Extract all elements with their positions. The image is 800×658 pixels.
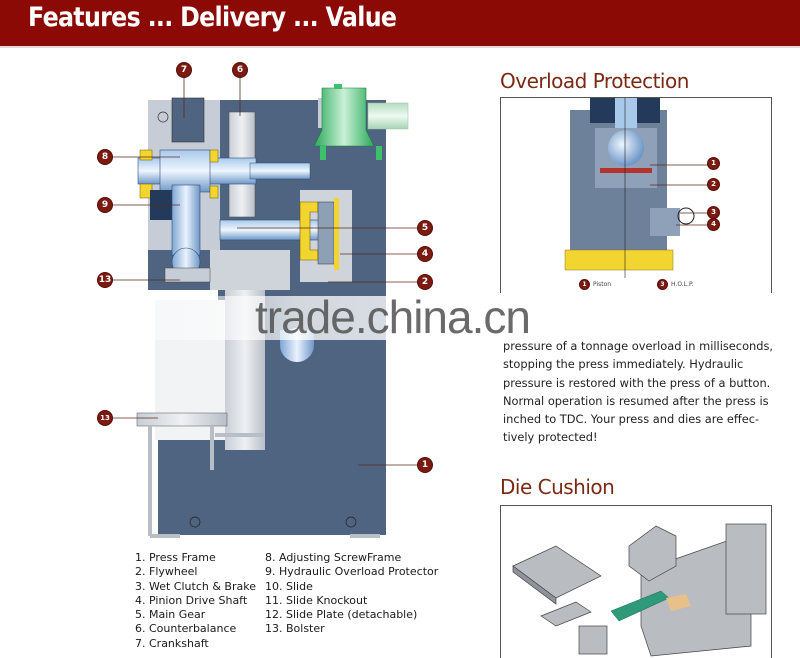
callout-9: 13 bbox=[98, 273, 112, 287]
callout-4: 5 bbox=[418, 221, 432, 235]
legend-item: 5. Main Gear bbox=[135, 608, 206, 622]
overload-protection-description: pressure of a tonnage overload in millis… bbox=[503, 337, 793, 447]
callout-13: 13 bbox=[98, 411, 112, 425]
bolster bbox=[136, 412, 265, 536]
op-callout-4: 4 bbox=[708, 219, 719, 230]
op-key-piston-badge: 1 bbox=[580, 280, 589, 289]
callout-6: 7 bbox=[177, 63, 191, 77]
op-callout-2: 2 bbox=[708, 179, 719, 190]
adjusting-screw bbox=[171, 184, 201, 256]
wet-clutch-brake bbox=[299, 198, 339, 270]
legend-item: 4. Pinion Drive Shaft bbox=[135, 593, 248, 607]
header-divider bbox=[0, 46, 800, 48]
legend-item: 9. Hydraulic Overload Protector bbox=[265, 565, 439, 579]
watermark-band bbox=[80, 296, 800, 340]
legend-item: 11. Slide Knockout bbox=[265, 593, 368, 607]
callout-7: 8 bbox=[98, 150, 112, 164]
overload-protection-title: Overload Protection bbox=[500, 69, 689, 93]
die-cushion-title: Die Cushion bbox=[500, 475, 615, 499]
callout-1: 1 bbox=[418, 458, 432, 472]
legend-item: 3. Wet Clutch & Brake bbox=[135, 579, 256, 593]
description-line: pressure is restored with the press of a… bbox=[503, 375, 771, 390]
callout-2: 2 bbox=[418, 275, 432, 289]
legend-item: 2. Flywheel bbox=[135, 565, 198, 579]
op-callout-3: 3 bbox=[708, 207, 719, 218]
legend-item: 13. Bolster bbox=[265, 622, 325, 636]
page-title: Features ... Delivery ... Value bbox=[28, 2, 397, 33]
parts-legend-left: 1. Press Frame 2. Flywheel 3. Wet Clutch… bbox=[135, 551, 256, 651]
callout-8: 9 bbox=[98, 198, 112, 212]
legend-item: 7. Crankshaft bbox=[135, 636, 209, 650]
counterbalance bbox=[171, 97, 205, 143]
legend-item: 12. Slide Plate (detachable) bbox=[265, 608, 418, 622]
callout-3: 4 bbox=[418, 247, 432, 261]
callout-5: 6 bbox=[233, 63, 247, 77]
legend-item: 6. Counterbalance bbox=[135, 622, 237, 636]
page-header: Features ... Delivery ... Value bbox=[0, 0, 800, 46]
overload-protection-diagram bbox=[564, 98, 712, 278]
parts-legend-right: 8. Adjusting ScrewFrame 9. Hydraulic Ove… bbox=[265, 551, 438, 637]
die-cushion-illustration bbox=[512, 523, 767, 657]
legend-item: 8. Adjusting ScrewFrame bbox=[265, 551, 402, 564]
callout-leaders bbox=[112, 76, 422, 466]
description-line: tively protected! bbox=[503, 430, 598, 445]
description-line: pressure of a tonnage overload in millis… bbox=[503, 339, 774, 353]
legend-item: 10. Slide bbox=[265, 579, 313, 593]
op-key-holp-badge: 3 bbox=[658, 280, 667, 289]
op-key-piston-label: Piston bbox=[593, 281, 612, 288]
description-line: inched to TDC. Your press and dies are e… bbox=[503, 412, 760, 427]
drive-motor bbox=[313, 84, 409, 160]
legend-item: 1. Press Frame bbox=[135, 551, 216, 564]
op-key-holp-label: H.O.L.P. bbox=[671, 281, 694, 288]
op-callout-1: 1 bbox=[708, 158, 719, 169]
description-line: stopping the press immediately. Hydrauli… bbox=[503, 357, 744, 372]
description-line: Normal operation is resumed after the pr… bbox=[503, 393, 769, 408]
watermark: trade.china.cn bbox=[255, 291, 531, 343]
